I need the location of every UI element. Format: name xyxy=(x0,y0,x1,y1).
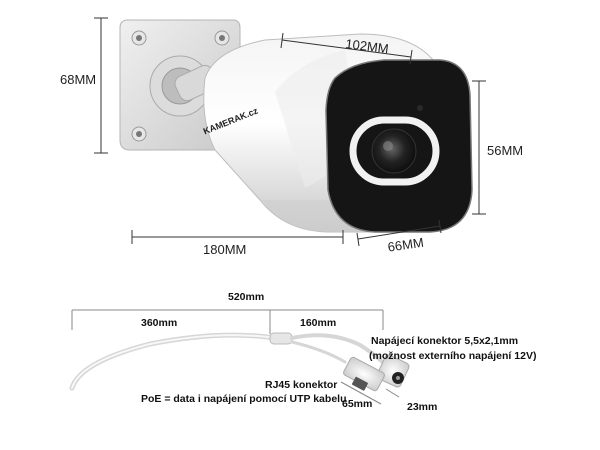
dim-label-102: 102MM xyxy=(345,36,390,56)
dim-label-66: 66MM xyxy=(387,235,425,255)
lens-icon xyxy=(371,128,417,174)
rj45-label-1: RJ45 konektor xyxy=(265,379,337,391)
power-connector xyxy=(376,354,410,388)
cable-junction xyxy=(269,332,293,345)
connector-width: 23mm xyxy=(407,401,437,413)
connector-length: 65mm xyxy=(342,398,372,410)
dim-front-width: 66MM xyxy=(356,219,442,255)
dim-total-length: 180MM xyxy=(131,230,344,257)
dim-bracket-height: 68MM xyxy=(60,17,108,154)
power-connector-label-2: (možnost externího napájení 12V) xyxy=(369,350,536,362)
rj45-label-2: PoE = data i napájení pomocí UTP kabelu xyxy=(141,393,346,405)
dim-front-height: 56MM xyxy=(472,80,523,215)
dim-label-56: 56MM xyxy=(487,143,523,158)
dim-label-68: 68MM xyxy=(60,72,96,87)
rj45-connector xyxy=(343,356,385,392)
ir-led-ring xyxy=(349,116,440,186)
cable-total-length: 520mm xyxy=(228,291,264,303)
camera-front xyxy=(325,59,473,233)
cable-segment-right: 160mm xyxy=(300,317,336,329)
camera: KAMERAK.cz 68MM 102MM xyxy=(60,17,523,257)
power-connector-label-1: Napájecí konektor 5,5x2,1mm xyxy=(371,335,518,347)
cable-segment-left: 360mm xyxy=(141,317,177,329)
dim-body-length: 102MM xyxy=(280,32,413,65)
cable-wire xyxy=(69,332,278,391)
dim-label-180: 180MM xyxy=(203,242,246,257)
cable-diagram: 520mm 360mm 160mm 65mm 23mm Napáje xyxy=(69,291,536,413)
